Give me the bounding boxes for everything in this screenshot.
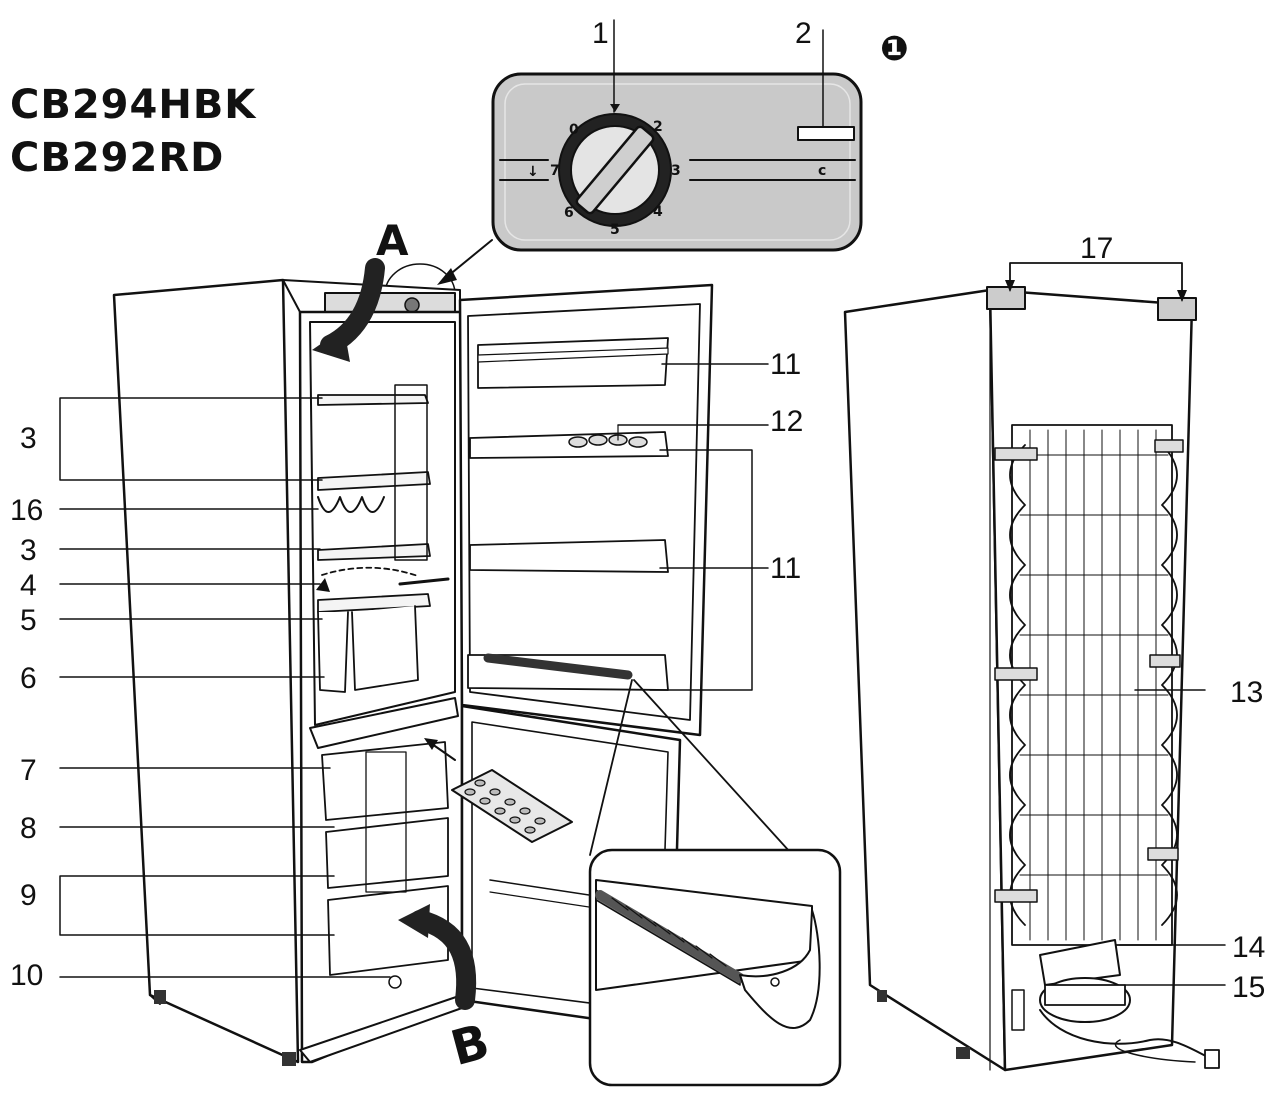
thermostat-dial <box>558 104 672 227</box>
callout-5: 5 <box>20 604 37 637</box>
arrow-b <box>398 904 477 1010</box>
callout-3-top: 3 <box>20 422 37 455</box>
dial-tick-7: 7 <box>550 163 560 179</box>
callout-11-mid: 11 <box>770 552 801 585</box>
callout-2: 2 <box>795 17 812 50</box>
dial-tick-3: 3 <box>671 163 681 179</box>
callout-14: 14 <box>1232 931 1265 964</box>
callout-11-top: 11 <box>770 348 801 381</box>
callout-6: 6 <box>20 662 37 695</box>
figure-marker: ❶ <box>880 29 909 69</box>
callout-17: 17 <box>1080 232 1113 265</box>
callout-9: 9 <box>20 879 37 912</box>
dial-tick-5: 5 <box>610 222 620 238</box>
control-panel: 0 2 3 4 5 6 7 ↓ с <box>491 72 863 252</box>
callout-16: 16 <box>10 494 43 527</box>
callout-13: 13 <box>1230 676 1263 709</box>
model-name-1: CB294HBK <box>10 82 257 128</box>
light-symbol: с <box>818 163 826 179</box>
zoom-inset <box>588 679 842 1087</box>
fridge-door <box>458 283 714 737</box>
callout-7: 7 <box>20 754 37 787</box>
callout-15: 15 <box>1232 971 1265 1004</box>
arrow-b-label: B <box>445 1013 495 1077</box>
arrow-a <box>312 258 385 362</box>
dial-tick-2: 2 <box>653 119 663 135</box>
callout-4: 4 <box>20 569 37 602</box>
ice-tray <box>451 769 573 843</box>
arrow-a-label: A <box>376 216 409 265</box>
cold-symbol: ↓ <box>527 164 539 180</box>
indicator-light <box>797 126 855 141</box>
fridge-back <box>843 286 1220 1072</box>
model-name-2: CB292RD <box>10 135 225 181</box>
dial-tick-4: 4 <box>653 204 663 220</box>
fridge-front <box>112 278 464 1066</box>
dial-tick-6: 6 <box>564 205 574 221</box>
dial-tick-0: 0 <box>569 122 579 138</box>
callout-1: 1 <box>592 17 609 50</box>
callout-10: 10 <box>10 959 43 992</box>
callout-3-mid: 3 <box>20 534 37 567</box>
callout-8: 8 <box>20 812 37 845</box>
callout-12: 12 <box>770 405 803 438</box>
